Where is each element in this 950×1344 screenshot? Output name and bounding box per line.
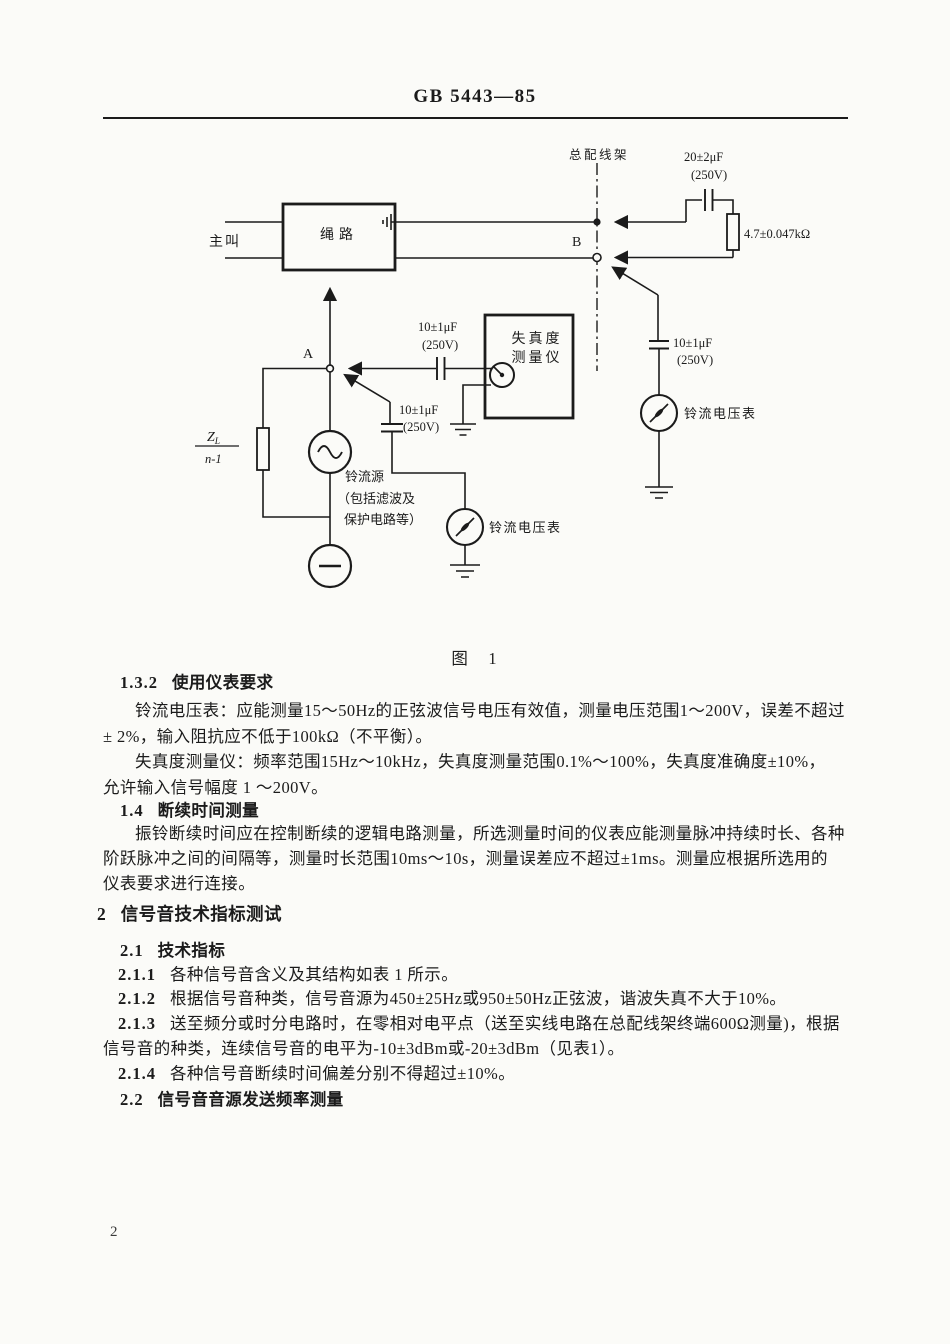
mdf-label: 总配线架 [569, 148, 629, 162]
center-voltmeter-branch: 10±1μF (250V) 铃流电压表 [343, 373, 562, 578]
right-voltmeter-branch: 10±1μF (250V) 铃流电压表 [611, 266, 757, 499]
para-line: 仪表要求进行连接。 [103, 874, 256, 893]
capacitor-icon [381, 423, 403, 433]
load-impedance-branch: ZL n-1 [195, 367, 330, 518]
figure-caption: 图 1 [451, 649, 499, 668]
resistor-icon [726, 213, 740, 251]
ground-icon [450, 564, 480, 578]
page-number: 2 [110, 1224, 118, 1240]
capacitor-icon [649, 340, 669, 350]
distortion-line: 10±1μF (250V) [347, 320, 491, 380]
para-line: 允许输入信号幅度 1 ～200V。 [103, 778, 328, 797]
point-a-label: A [303, 347, 314, 362]
standard-code: GB 5443—85 [413, 86, 537, 107]
para-line: 失真度测量仪：频率范围15Hz～10kHz，失真度测量范围0.1%～100%，失… [135, 752, 826, 771]
capacitor-icon [436, 357, 446, 380]
cap-source-value: 10±1μF [399, 403, 438, 417]
ground-icon [450, 423, 476, 436]
cap-source-voltage: (250V) [403, 420, 439, 434]
distortion-meter-label-1: 失真度 [512, 331, 563, 347]
distortion-meter-label-2: 测量仪 [512, 350, 563, 366]
resistor-value: 4.7±0.047kΩ [744, 227, 810, 241]
meter-icon [489, 362, 515, 388]
cap-line-value: 10±1μF [418, 320, 457, 334]
cap-top-value: 20±2μF [684, 150, 723, 164]
para-line: ± 2%，输入阻抗应不低于100kΩ（不平衡）。 [103, 727, 433, 746]
cap-line-voltage: (250V) [422, 338, 458, 352]
capacitor-icon [704, 189, 714, 211]
calling-party-lines: 主叫 [209, 221, 283, 259]
header-rule [103, 117, 848, 119]
para-line: 信号音的种类，连续信号音的电平为-10±3dBm或-20±3dBm（见表1）。 [103, 1039, 625, 1058]
cap-right-voltage: (250V) [677, 353, 713, 367]
cord-circuit-label: 绳路 [320, 227, 358, 243]
impedance-denominator: n-1 [205, 452, 222, 466]
sine-icon [317, 445, 343, 459]
ringing-source-label-3: 保护电路等） [344, 512, 422, 527]
calling-party-label: 主叫 [209, 234, 241, 250]
resistor-icon [256, 427, 270, 471]
voltmeter-icon [445, 507, 485, 547]
ringing-source-label-1: 铃流源 [345, 469, 384, 484]
cap-top-voltage: (250V) [691, 168, 727, 182]
cap-right-value: 10±1μF [673, 336, 712, 350]
ground-icon [645, 486, 673, 499]
voltmeter-icon [639, 393, 679, 433]
para-line: 阶跃脉冲之间的间隔等，测量时长范围10ms～10s，测量误差应不超过±1ms。测… [103, 849, 828, 868]
point-b-label: B [572, 235, 581, 250]
para-line: 铃流电压表：应能测量15～50Hz的正弦波信号电压有效值，测量电压范围1～200… [135, 701, 845, 720]
ground-icon [382, 214, 395, 230]
mdf-frame-line: 总配线架 B [569, 148, 629, 371]
impedance-label: ZL [207, 430, 220, 447]
distortion-meter-box: 失真度 测量仪 [450, 313, 575, 436]
node-b-top [593, 218, 601, 226]
terminating-network: 20±2μF (250V) 4.7±0.047kΩ [613, 150, 810, 265]
voltmeter-center-label: 铃流电压表 [489, 520, 562, 535]
ringing-source-label-2: （包括滤波及 [337, 491, 415, 506]
node-b-bottom [592, 252, 602, 263]
node-a [325, 364, 335, 373]
cord-circuit-box: 绳路 [281, 202, 397, 272]
figure-1-circuit-diagram: 主叫 绳路 总配线架 B [195, 148, 810, 589]
para-line: 振铃断续时间应在控制断续的逻辑电路测量，所选测量时间的仪表应能测量脉冲持续时长、… [135, 824, 845, 843]
voltmeter-right-label: 铃流电压表 [684, 406, 757, 421]
ringing-source: 铃流源 （包括滤波及 保护电路等） [307, 371, 422, 589]
